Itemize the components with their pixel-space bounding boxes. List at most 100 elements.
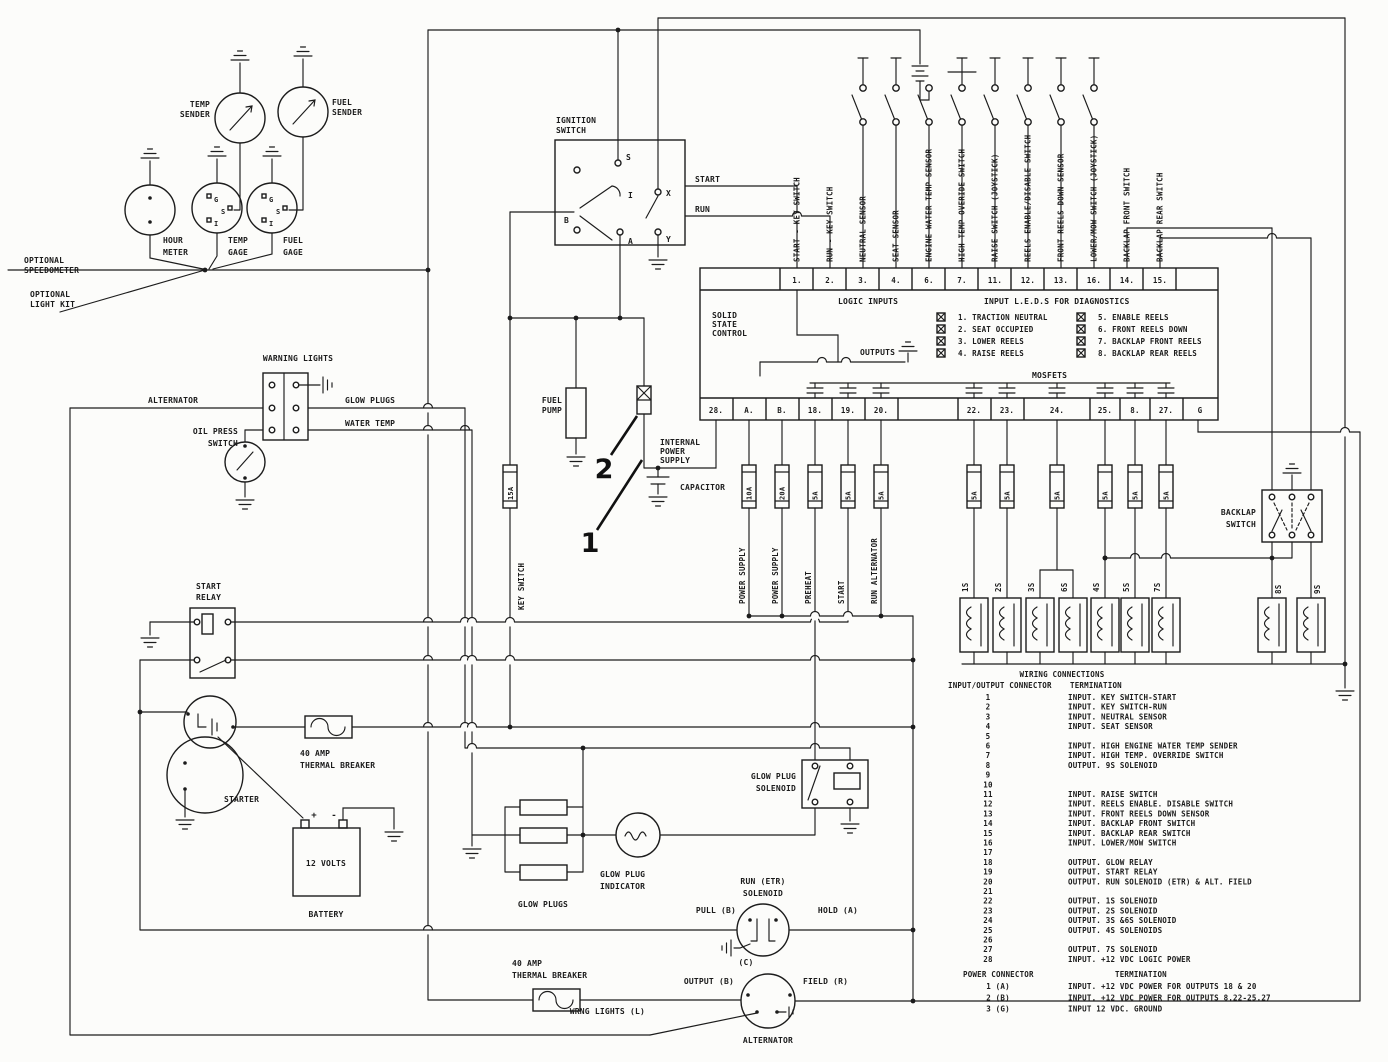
wiring-row-termination: OUTPUT. 3S &6S SOLENOID [1068,916,1177,925]
fuse-rating: 5A [1163,491,1171,500]
input-terminal-number: 13. [1054,276,1068,285]
ignition-terminal-s: S [626,153,631,162]
internal-power-supply-label: INTERNAL [660,438,700,447]
wiring-row-termination: OUTPUT. START RELAY [1068,868,1158,877]
wiring-row-connector: 21 [983,887,993,896]
starter-symbol [166,736,244,814]
internal-power-supply-label: POWER [660,447,685,456]
wiring-row-termination: INPUT. HIGH TEMP. OVERRIDE SWITCH [1068,751,1224,760]
gauge-cluster: TEMP SENDER FUEL SENDER HOUR METER TEMP … [7,46,431,313]
output-terminal-number: 25. [1098,406,1112,415]
temp-sender-symbol [214,92,266,144]
solenoid-9s-label: 9S [1313,584,1322,594]
key-switch-feed: 15A KEY SWITCH [502,211,526,728]
battery-plus: + [311,811,317,821]
wiring-row-connector: 16 [983,839,993,848]
c-terminal-label: (C) [738,958,753,967]
starter-solenoid-symbol [183,695,237,749]
output-terminal-number: A. [744,406,753,415]
fuse-wire-label: RUN ALTERNATOR [870,538,879,604]
led-item: 8. BACKLAP REAR REELS [1098,349,1197,358]
outputs-label: OUTPUTS [860,348,895,357]
wiring-row-connector: 4 [986,722,991,731]
glow-circuit: GLOW PLUGS GLOW PLUG INDICATOR GLOW PLUG… [464,742,869,909]
top-buses [422,17,1346,1001]
led-item: 6. FRONT REELS DOWN [1098,325,1188,334]
fuse-rating: 5A [1004,491,1012,500]
fuel-gage-label: GAGE [283,248,303,257]
ignition-terminal-b: B [564,216,569,225]
thermal-breaker1-label: THERMAL BREAKER [300,761,375,770]
fuse-rating: 5A [1054,491,1062,500]
callout-1: 1 [581,528,600,559]
wiring-row-termination: OUTPUT. 7S SOLENOID [1068,945,1158,954]
wiring-row-connector: 1 [986,693,991,702]
wiring-row-connector: 8 [986,761,991,770]
oil-press-label: OIL PRESS [193,427,238,436]
temp-gage-symbol [191,182,243,234]
controller-name: STATE [712,320,737,329]
output-terminal-number: 28. [709,406,723,415]
wiring-row-connector: 24 [983,916,993,925]
glow-plugs-wire-label: GLOW PLUGS [345,396,395,405]
water-temp-wire-label: WATER TEMP [345,419,395,428]
wiring-row-termination: OUTPUT. 1S SOLENOID [1068,897,1158,906]
wiring-row-connector: 13 [983,809,993,818]
wiring-row-termination: INPUT. KEY SWITCH-START [1068,693,1177,702]
input-terminal-number: 3. [858,276,867,285]
wiring-row-termination: INPUT. KEY SWITCH-RUN [1068,703,1167,712]
thermal-breaker1-label: 40 AMP [300,749,330,758]
gage-terminal-g: G [269,196,273,204]
wiring-row-termination: INPUT. SEAT SENSOR [1068,722,1153,731]
input-terminal-number: 11. [988,276,1002,285]
led-item: 3. LOWER REELS [958,337,1024,346]
led-item: 5. ENABLE REELS [1098,313,1169,322]
fuel-sender-label: SENDER [332,108,362,117]
backlap-section: BACKLAP SWITCH 8S 9S [961,227,1361,1002]
wiring-row-termination: OUTPUT. 4S SOLENOIDS [1068,926,1163,935]
fuse-rating: 5A [812,491,820,500]
fuel-sender-symbol [277,86,329,138]
hour-meter-label: METER [163,248,188,257]
thermal-breaker2-label: 40 AMP [512,959,542,968]
fuse-rating: 5A [1102,491,1110,500]
input-terminal-number: 2. [825,276,834,285]
wiring-row-termination: OUTPUT. RUN SOLENOID (ETR) & ALT. FIELD [1068,877,1252,886]
fuse-rating: 5A [878,491,886,500]
run-etr-solenoid-symbol [736,903,790,957]
fuel-pump-symbol [565,387,587,439]
wiring-row-connector: 5 [986,732,991,741]
ignition-terminal-y: Y [666,235,671,244]
capacitor-label: CAPACITOR [680,483,725,492]
wiring-row-connector: 6 [986,742,991,751]
key-fuse-rating: 15A [507,486,515,500]
leds-title: INPUT L.E.D.S FOR DIAGNOSTICS [984,297,1129,306]
wiring-row-termination: INPUT. BACKLAP FRONT SWITCH [1068,819,1196,828]
pull-b-label: PULL (B) [696,906,736,915]
fuse-rating: 5A [1132,491,1140,500]
internal-power-supply-label: SUPPLY [660,456,690,465]
wiring-table-header: INPUT/OUTPUT CONNECTOR [948,681,1052,690]
start-relay-label: RELAY [196,593,221,602]
power-row-connector: 1 (A) [986,982,1010,991]
output-terminal-number: G [1198,406,1203,415]
led-item: 2. SEAT OCCUPIED [958,325,1034,334]
start-relay-label: START [196,582,221,591]
input-column-label: RUN - KEY SWITCH [826,186,835,262]
power-connector-header: POWER CONNECTOR [963,970,1034,979]
input-column-label: BACKLAP REAR SWITCH [1156,172,1165,262]
output-terminal-number: 23. [1000,406,1014,415]
temp-gage-label: TEMP [228,236,248,245]
fuel-sender-label: FUEL [332,98,352,107]
battery-minus: - [331,811,337,821]
wiring-row-connector: 28 [983,955,993,964]
wiring-row-connector: 3 [986,712,991,721]
led-item: 7. BACKLAP FRONT REELS [1098,337,1202,346]
input-terminal-number: 7. [957,276,966,285]
fuse-wire-label: POWER SUPPLY [771,547,780,604]
alternator-wire-label: ALTERNATOR [148,396,198,405]
wiring-row-connector: 9 [986,771,991,780]
output-terminal-number: B. [777,406,786,415]
wiring-row-connector: 18 [983,858,993,867]
